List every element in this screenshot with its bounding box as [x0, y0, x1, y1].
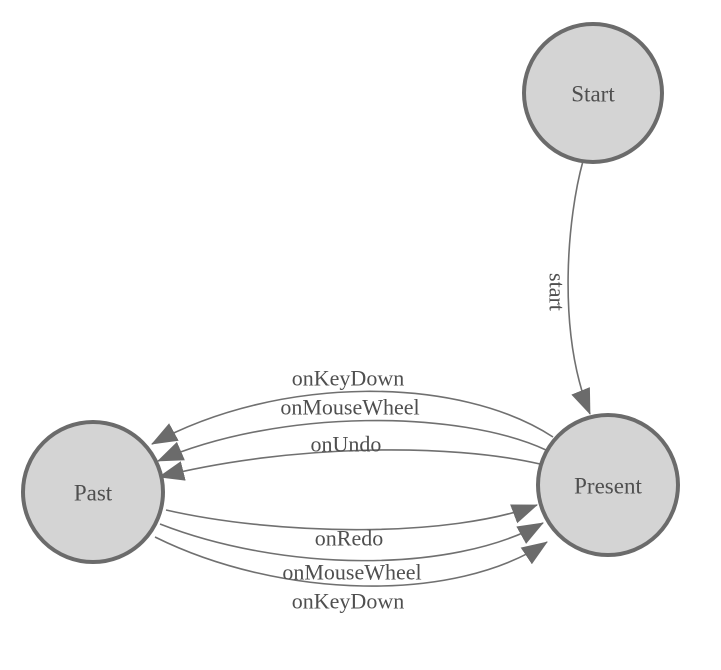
- edge-label-onredo: onRedo: [315, 526, 383, 551]
- edge-present-to-past-onundo: [158, 449, 541, 481]
- edge-past-to-present-onredo: [165, 504, 538, 531]
- node-present: Present: [536, 413, 680, 557]
- edge-label-start: start: [545, 273, 570, 311]
- node-start-label: Start: [571, 82, 615, 107]
- node-past: Past: [21, 420, 165, 564]
- edge-label-onkeydown-bottom: onKeyDown: [292, 589, 404, 614]
- node-start: Start: [522, 22, 664, 164]
- node-past-circle: [21, 420, 165, 564]
- node-present-circle: [536, 413, 680, 557]
- edge-label-onundo: onUndo: [311, 432, 382, 457]
- edge-label-onmousewheel-bottom: onMouseWheel: [282, 560, 421, 585]
- edge-start-to-present: [567, 160, 591, 415]
- edge-present-to-past-onkeydown: [151, 390, 554, 445]
- edge-past-to-present-onmousewheel: [159, 522, 544, 562]
- node-past-label: Past: [74, 481, 113, 506]
- edge-label-onkeydown-top: onKeyDown: [292, 366, 404, 391]
- node-present-label: Present: [574, 474, 642, 499]
- edge-past-to-present-onkeydown: [154, 536, 548, 587]
- node-start-circle: [522, 22, 664, 164]
- edge-label-onmousewheel-top: onMouseWheel: [280, 395, 419, 420]
- edge-present-to-past-onmousewheel: [157, 419, 547, 462]
